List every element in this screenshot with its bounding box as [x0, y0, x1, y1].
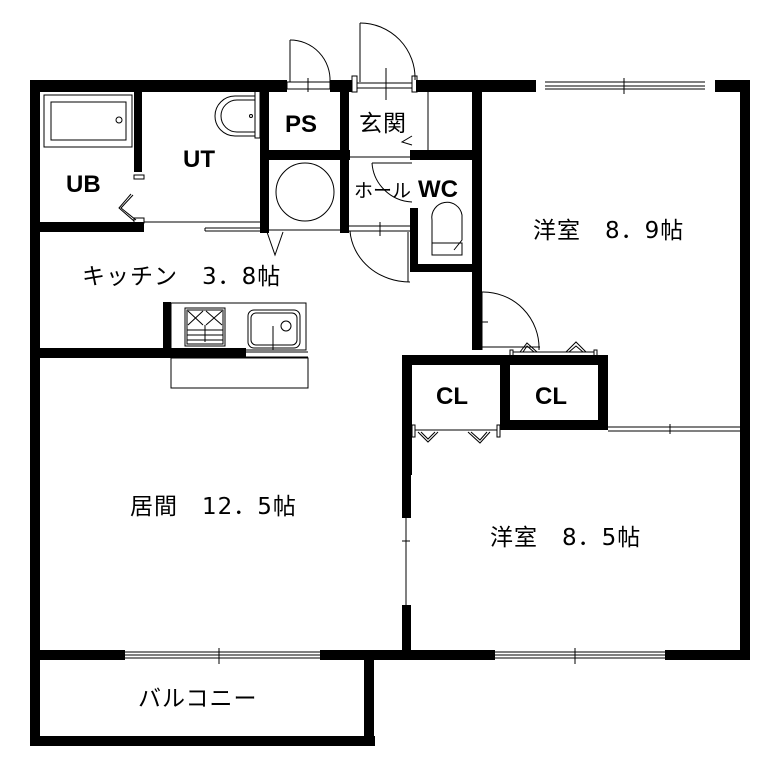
room-label-living: 居間 12．5帖	[130, 494, 297, 520]
washing-machine-icon	[275, 162, 335, 222]
room-label-western-2: 洋室 8．5帖	[490, 525, 642, 551]
room-label-western-1: 洋室 8．9帖	[533, 218, 685, 244]
room-label-wc: WC	[418, 176, 458, 203]
room-label-ub: UB	[66, 171, 101, 198]
thin-lines	[118, 22, 740, 664]
toilet-icon	[431, 201, 463, 256]
room-label-closet-2: CL	[535, 383, 567, 410]
room-label-closet-1: CL	[436, 383, 468, 410]
stove-icon	[184, 307, 226, 347]
window-bottom-living	[125, 648, 320, 664]
room-label-genkan: 玄関	[359, 111, 407, 137]
room-label-kitchen: キッチン 3．8帖	[82, 264, 282, 290]
room-label-ps: PS	[285, 111, 318, 138]
room-label-hall: ホール	[354, 180, 412, 202]
sink-icon	[247, 309, 301, 350]
window-bottom-western2	[495, 648, 665, 664]
bathtub-icon	[43, 94, 133, 148]
walls	[30, 80, 750, 746]
room-label-balcony: バルコニー	[138, 686, 258, 712]
washbasin-icon	[214, 89, 261, 139]
room-label-ut: UT	[183, 146, 215, 173]
window-top-western1	[545, 78, 705, 94]
